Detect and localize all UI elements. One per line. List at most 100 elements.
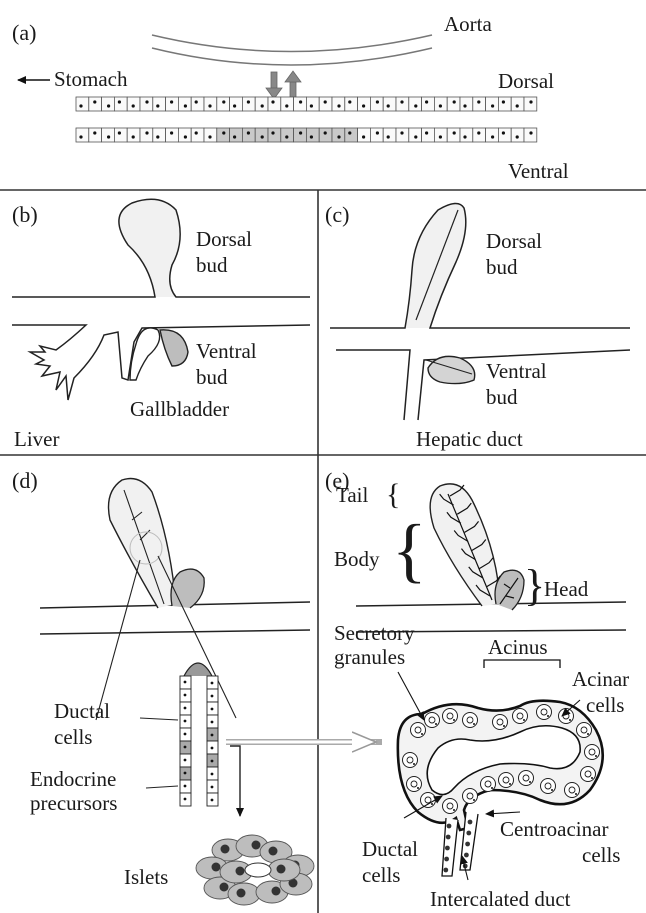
endoderm-nucleus [107,104,110,107]
endoderm-nucleus [387,104,390,107]
endoderm-cell [409,97,422,111]
endoderm-nucleus [156,135,159,138]
panel-b: (b) Dorsal bud Ventral bud Gallbladder L… [12,199,310,451]
acinar-cell [403,753,418,768]
endoderm-nucleus [93,131,96,134]
endoderm-nucleus [529,131,532,134]
zymogen-granule [435,723,437,725]
endoderm-cell [140,128,153,142]
endoderm-nucleus [337,135,340,138]
zymogen-granule [417,787,419,789]
endoderm-cell [473,97,486,111]
b-gallbladder-label: Gallbladder [130,397,229,421]
endoderm-nucleus [425,100,428,103]
endoderm-nucleus [195,100,198,103]
endoderm-nucleus [516,135,519,138]
acinar-cell [425,713,440,728]
b-ventral-bud-line1: Ventral [196,339,257,363]
endoderm-nucleus [247,100,250,103]
endoderm-cell [447,128,460,142]
endoderm-nucleus [107,135,110,138]
endoderm-nucleus [145,100,148,103]
tail-brace: { [386,478,400,511]
endoderm-cell [114,97,127,111]
endoderm-nucleus [477,131,480,134]
stomach-label: Stomach [54,67,128,91]
endoderm-nucleus [79,104,82,107]
acinar-cell [481,777,496,792]
endoderm-nucleus [222,131,225,134]
endoderm-cell [358,128,371,142]
tube-nucleus [211,760,214,763]
endoderm-cell [166,128,179,142]
endoderm-cell [370,128,383,142]
dorsal-label: Dorsal [498,69,554,93]
d-ductal-line1: Ductal [54,699,110,723]
acinar-cell [493,715,508,730]
zymogen-granule [575,793,577,795]
zymogen-granule [453,719,455,721]
endoderm-nucleus [310,104,313,107]
tube-nucleus [184,720,187,723]
d-ductal-line2: cells [54,725,92,749]
zymogen-granule [547,715,549,717]
endoderm-cell [434,128,447,142]
zymogen-granule [503,725,505,727]
tube-nucleus [184,707,187,710]
tube-nucleus [211,695,214,698]
acinar-cell [585,745,600,760]
aorta-label: Aorta [444,12,492,36]
zymogen-granule [421,733,423,735]
endoderm-nucleus [414,135,417,138]
endoderm-nucleus [324,100,327,103]
tube-nucleus [211,708,214,711]
endoderm-cell [204,128,217,142]
endoderm-cell [242,128,255,142]
tube-nucleus [184,772,187,775]
panel-c-tag: (c) [325,202,349,227]
e-head-label: Head [544,577,589,601]
islet-nucleus [237,889,246,898]
duct-cell-nucleus [466,831,471,836]
dorsal-pancreas-e [430,484,500,606]
tube-nucleus [184,681,187,684]
tube-nucleus [211,747,214,750]
d-endocrine-line2: precursors [30,791,117,815]
endoderm-nucleus [439,135,442,138]
endoderm-cell [460,128,473,142]
panel-d: (d) Ductal cells Endocrine precursors Is… [12,468,382,905]
endoderm-cell [306,128,319,142]
endoderm-nucleus [463,135,466,138]
endoderm-nucleus [453,100,456,103]
d-endocrine-line1: Endocrine [30,767,116,791]
endoderm-nucleus [491,135,494,138]
signal-arrows [266,71,301,99]
endoderm-cell [153,128,166,142]
endoderm-cell [255,97,268,111]
endoderm-ventral-row [76,128,537,142]
duct-cell-nucleus [445,846,450,851]
endoderm-nucleus [93,100,96,103]
d-islets-label: Islets [124,865,168,889]
tube-nucleus [184,746,187,749]
ventral-bud-c [428,356,475,383]
endoderm-cell [409,128,422,142]
centroacinar-arrow [486,812,520,814]
endoderm-dorsal-row [76,97,537,111]
e-tail-label: Tail [336,483,369,507]
endoderm-nucleus [271,131,274,134]
endoderm-cell [140,97,153,111]
endoderm-cell [217,97,230,111]
acinar-cell [411,723,426,738]
endoderm-cell [217,128,230,142]
acinar-cell [443,799,458,814]
islet-arrow [230,746,240,816]
endoderm-cell [89,97,102,111]
acinar-cell [581,767,596,782]
zymogen-granule [551,789,553,791]
endoderm-cell [178,97,191,111]
endoderm-nucleus [261,104,264,107]
e-secretory-line1: Secretory [334,621,415,645]
c-ventral-bud-line2: bud [486,385,518,409]
endoderm-nucleus [195,131,198,134]
